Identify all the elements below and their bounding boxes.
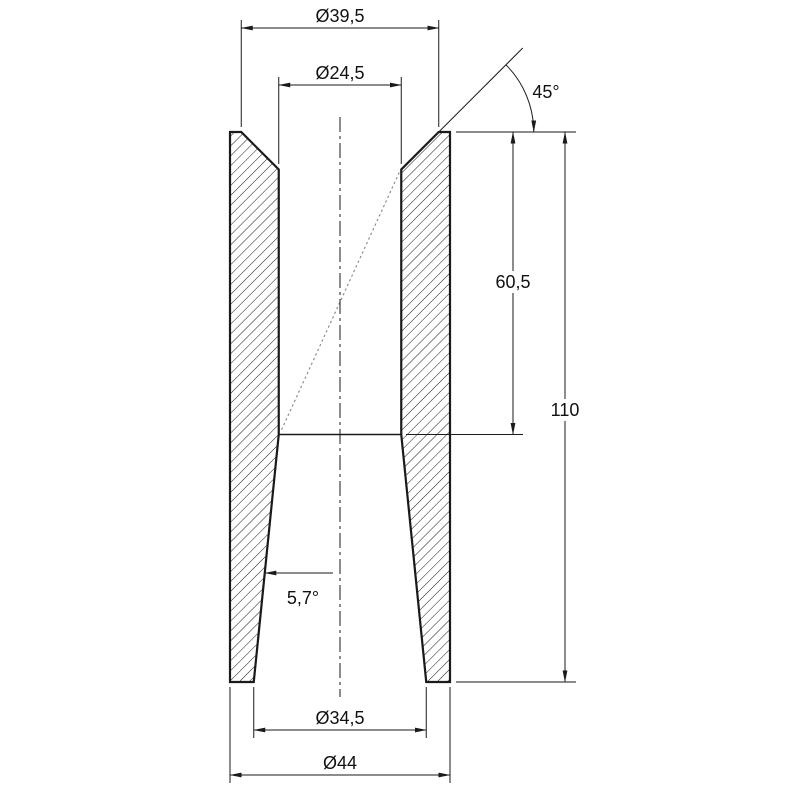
right-wall-section xyxy=(400,130,452,684)
dim-label-chamfer-angle: 45° xyxy=(532,82,559,102)
dimension-dia-bore-bottom: Ø34,5 xyxy=(253,687,427,738)
dimension-dia-bore: Ø24,5 xyxy=(278,63,402,164)
dimension-bore-depth: 60,5 xyxy=(406,131,535,435)
dim-label-dia-top-chamfer: Ø39,5 xyxy=(315,6,364,26)
dimension-chamfer-angle: 45° xyxy=(431,47,560,140)
dimension-taper-angle: 5,7° xyxy=(264,570,333,608)
bore-diagonal-reference-line xyxy=(280,172,400,432)
dim-label-dia-outer: Ø44 xyxy=(323,753,357,773)
dim-label-bore-depth: 60,5 xyxy=(495,272,530,292)
part-cross-section xyxy=(228,117,452,697)
angle-arc xyxy=(505,64,537,133)
left-wall-section xyxy=(228,130,280,684)
dimension-overall-height: 110 xyxy=(456,131,584,683)
dim-label-taper-angle: 5,7° xyxy=(287,588,319,608)
dim-label-dia-bore: Ø24,5 xyxy=(315,63,364,83)
dim-label-overall-height: 110 xyxy=(551,400,580,420)
label-backing xyxy=(491,271,535,293)
dimension-dia-top-chamfer: Ø39,5 xyxy=(240,6,440,127)
chamfer-extension-line xyxy=(431,47,524,140)
dimension-dia-outer: Ø44 xyxy=(229,687,451,783)
label-backing xyxy=(546,399,584,421)
dim-label-dia-bore-bottom: Ø34,5 xyxy=(315,708,364,728)
